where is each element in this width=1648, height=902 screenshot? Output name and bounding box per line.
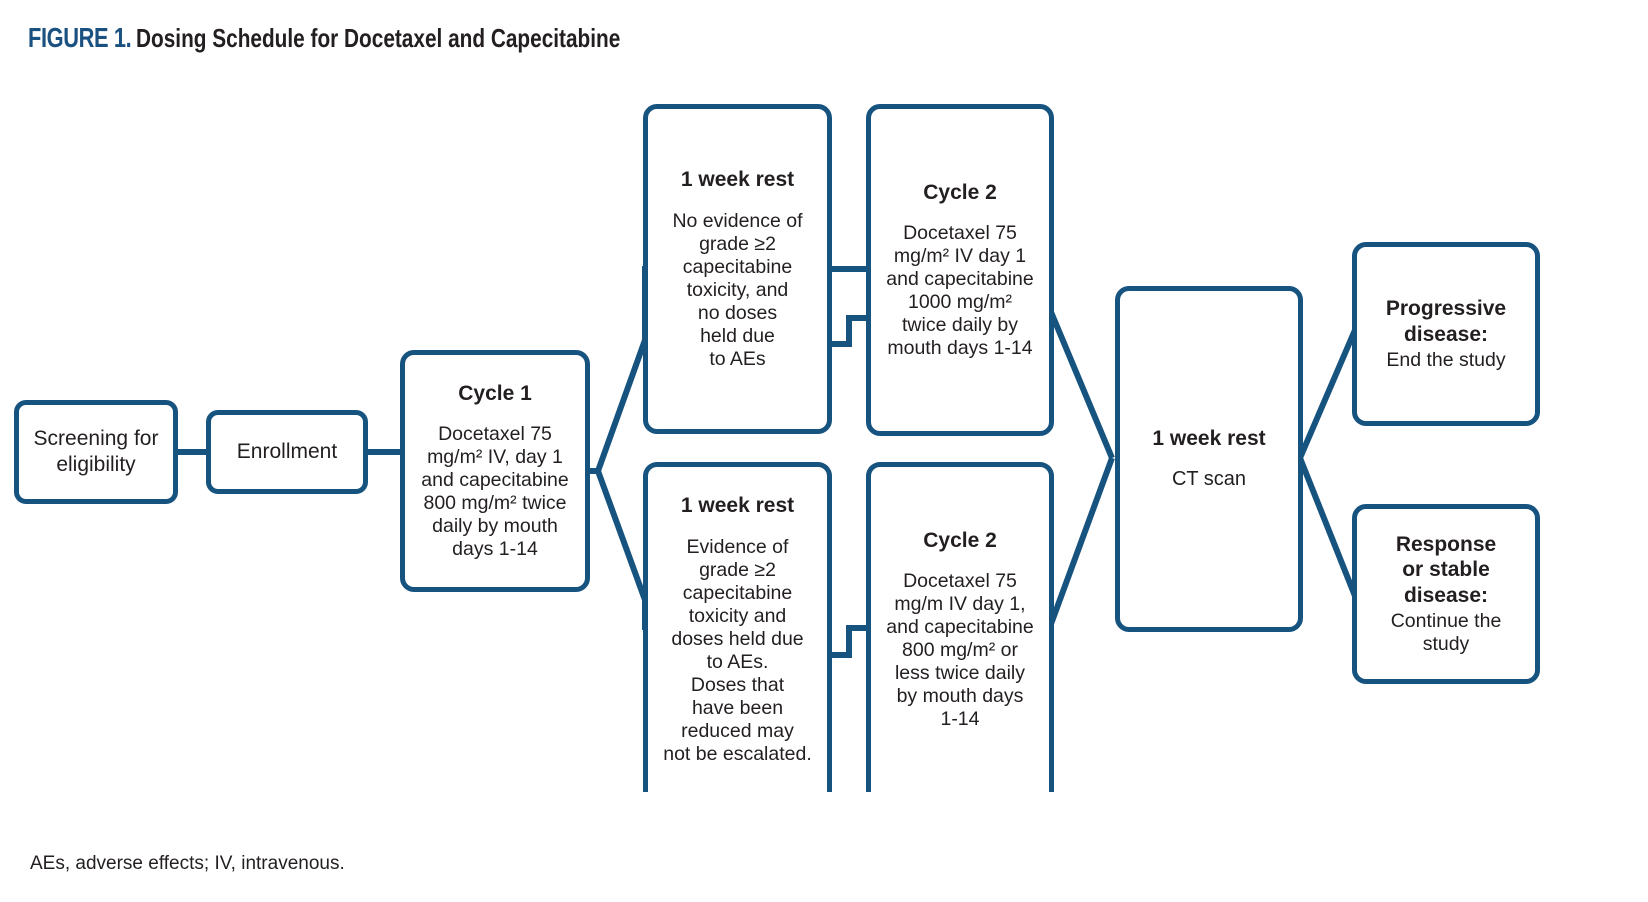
connector-rest-ct-response bbox=[1297, 456, 1358, 598]
node-enrollment[interactable]: Enrollment bbox=[206, 410, 368, 494]
node-cycle-2-lower[interactable]: Cycle 2 Docetaxel 75 mg/m IV day 1, and … bbox=[866, 462, 1054, 792]
connector-split-rest-lower bbox=[595, 469, 648, 630]
connector-rest-ct-progressive bbox=[1297, 328, 1358, 460]
figure-title-bar: FIGURE 1.Dosing Schedule for Docetaxel a… bbox=[28, 22, 742, 54]
node-enrollment-body: Enrollment bbox=[236, 439, 338, 463]
connector-rest-lower-cycle2-lower bbox=[832, 625, 866, 658]
node-rest-upper[interactable]: 1 week rest No evidence of grade ≥2 cape… bbox=[643, 104, 832, 434]
figure-footnote: AEs, adverse effects; IV, intravenous. bbox=[30, 853, 345, 874]
node-progressive-disease[interactable]: Progressive disease: End the study bbox=[1352, 242, 1540, 426]
node-screening-body: Screening for eligibility bbox=[33, 426, 159, 476]
node-response-or-stable-disease-header: Response or stable disease: bbox=[1395, 532, 1497, 607]
node-cycle-2-upper-header: Cycle 2 bbox=[923, 180, 997, 204]
node-rest-upper-header: 1 week rest bbox=[680, 168, 795, 192]
node-rest-lower-header: 1 week rest bbox=[680, 494, 795, 518]
node-cycle-2-upper[interactable]: Cycle 2 Docetaxel 75 mg/m² IV day 1 and … bbox=[866, 104, 1054, 436]
node-rest-ct-scan[interactable]: 1 week rest CT scan bbox=[1115, 286, 1303, 632]
node-response-or-stable-disease-body: Continue the study bbox=[1390, 610, 1502, 656]
connector-rest-upper-stem bbox=[832, 315, 866, 347]
node-rest-lower[interactable]: 1 week rest Evidence of grade ≥2 capecit… bbox=[643, 462, 832, 792]
connector-cycle2-lower-rest-ct bbox=[1048, 456, 1115, 626]
connector-cycle2-upper-rest-ct bbox=[1048, 310, 1115, 460]
connector-split-rest-upper bbox=[595, 266, 648, 473]
node-response-or-stable-disease[interactable]: Response or stable disease: Continue the… bbox=[1352, 504, 1540, 684]
node-screening-for-eligibility[interactable]: Screening for eligibility bbox=[14, 400, 178, 504]
node-cycle-2-lower-header: Cycle 2 bbox=[923, 528, 997, 552]
page-title: Dosing Schedule for Docetaxel and Capeci… bbox=[136, 23, 621, 53]
node-rest-ct-scan-body: CT scan bbox=[1171, 468, 1247, 490]
node-cycle-2-lower-body: Docetaxel 75 mg/m IV day 1, and capecita… bbox=[886, 570, 1034, 731]
node-rest-upper-body: No evidence of grade ≥2 capecitabine tox… bbox=[672, 209, 803, 370]
node-progressive-disease-header: Progressive disease: bbox=[1385, 296, 1507, 346]
node-progressive-disease-body: End the study bbox=[1386, 349, 1506, 372]
node-rest-ct-scan-header: 1 week rest bbox=[1152, 427, 1266, 451]
node-cycle-1-body: Docetaxel 75 mg/m² IV, day 1 and capecit… bbox=[421, 423, 569, 561]
node-cycle-1-header: Cycle 1 bbox=[458, 381, 532, 405]
node-cycle-1[interactable]: Cycle 1 Docetaxel 75 mg/m² IV, day 1 and… bbox=[400, 350, 590, 592]
node-cycle-2-upper-body: Docetaxel 75 mg/m² IV day 1 and capecita… bbox=[886, 222, 1034, 360]
figure-number-label: FIGURE 1. bbox=[28, 22, 132, 53]
node-rest-lower-body: Evidence of grade ≥2 capecitabine toxici… bbox=[663, 535, 812, 765]
